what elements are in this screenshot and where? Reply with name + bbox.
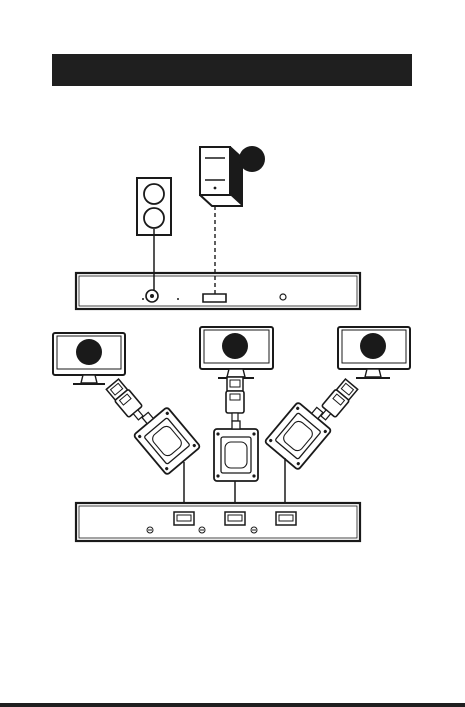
bottom-rule	[0, 703, 465, 707]
displayport-connector-center-icon	[226, 377, 244, 421]
monitor-right-number-badge	[360, 333, 386, 359]
monitor-center-number-badge	[222, 333, 248, 359]
displayport-connector-right-icon	[316, 378, 358, 423]
port-left-icon	[174, 512, 194, 525]
receiver-device-icon	[76, 503, 360, 541]
port-right-icon	[276, 512, 296, 525]
computer-tower-icon	[200, 147, 242, 206]
power-outlet-icon	[137, 178, 171, 235]
displayport-input-icon	[203, 294, 226, 302]
adapter-center-icon	[214, 421, 258, 481]
transmitter-device-icon	[76, 273, 360, 309]
computer-number-badge	[239, 146, 265, 172]
monitor-left-number-badge	[76, 339, 102, 365]
displayport-connector-left-icon	[106, 378, 148, 423]
port-center-icon	[225, 512, 245, 525]
